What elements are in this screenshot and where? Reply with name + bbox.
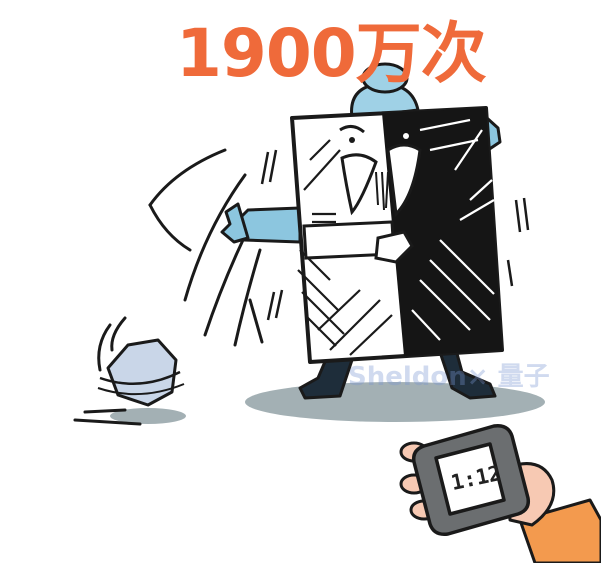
kicked-stone-icon [97,338,185,407]
headline-title: 1900万次 [176,15,487,92]
stone-shadow [110,408,186,424]
stopwatch-icon [411,423,531,537]
yin-yang-card-figure-icon [260,106,530,364]
watermark-text: Sheldon× 量子 [348,362,550,392]
cap-icon [350,62,420,120]
